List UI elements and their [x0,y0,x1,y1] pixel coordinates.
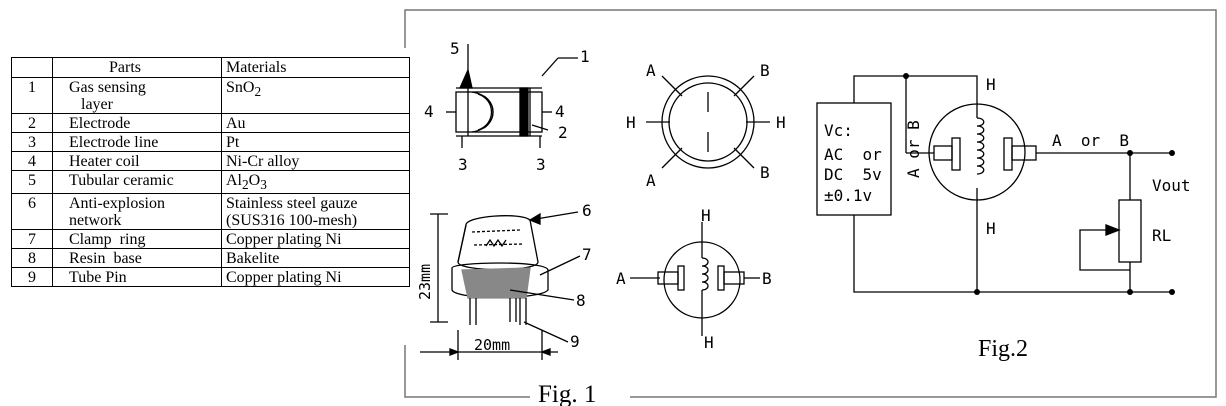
callout-4-left: 4 [424,102,434,121]
fig1-caption: Fig. 1 [538,381,596,406]
pin-label-b-top: B [760,61,770,80]
node-dot [1127,289,1133,295]
pin-label-b-bottom: B [760,163,770,182]
material-line2: (SUS316 100-mesh) [226,212,358,230]
circuit-nodes [903,73,1175,295]
figure-frame [404,9,1217,398]
material-subscript: 2 [242,177,249,193]
test-circuit [816,75,1172,293]
label-vout: Vout [1152,176,1191,195]
callout-6: 6 [582,201,592,220]
terminal-vout-plus [1169,150,1175,156]
terminal-vout-minus [1169,289,1175,295]
symbol-label-h-bottom: H [704,333,714,352]
table-header-row: Parts Materials [11,57,410,78]
material-text: Al [226,172,242,189]
callout-5: 5 [450,39,460,58]
label-rl: RL [1152,226,1171,245]
row-part: Resin base [52,248,222,269]
sensor-body [420,211,581,360]
table-row: 3 Electrode line Pt [11,132,410,152]
row-material: Ni-Cr alloy [221,151,410,171]
callout-3-right: 3 [536,155,546,174]
sensor-body-callouts: 6 7 8 9 20mm 23mm [416,201,592,354]
label-a-or-b-left: A or B [904,120,923,178]
table-row: 7 Clamp ring Copper plating Ni [11,229,410,250]
table-row: 5 Tubular ceramic Al2O3 [11,169,410,195]
node-dot [1127,150,1133,156]
row-number: 9 [11,267,53,288]
table-row: 2 Electrode Au [11,113,410,133]
row-material: Copper plating Ni [221,267,410,288]
material-subscript-2: 3 [260,177,267,193]
row-part: Tubular ceramic [52,169,222,195]
label-h-top: H [986,75,996,94]
pin-layout-top-labels: A B H H A B [626,61,786,190]
part-line2: layer [81,96,113,113]
callout-8: 8 [576,291,586,310]
pin-label-a-top: A [646,61,656,80]
row-part: Tube Pin [52,267,222,288]
row-material: SnO2 [221,77,410,114]
supply-line-1: Vc: [824,121,853,140]
material-subscript: 2 [254,84,262,100]
callout-7: 7 [582,245,592,264]
dimension-height: 23mm [416,264,434,300]
part-line2: network [69,212,122,230]
fig2-caption: Fig.2 [978,336,1028,362]
supply-line-3: DC 5v [824,165,882,184]
node-dot [974,289,980,295]
row-part: Electrode [52,113,222,133]
label-a-or-b-right: A or B [1052,131,1129,150]
pin-label-a-bottom: A [646,171,656,190]
node-dot [903,73,909,79]
callout-1: 1 [580,47,590,66]
row-material: Stainless steel gauze(SUS316 100-mesh) [221,193,410,231]
table-row: 9 Tube Pin Copper plating Ni [11,267,410,288]
callout-9: 9 [570,332,580,351]
symbol-label-a: A [616,269,626,288]
callout-4-right: 4 [555,102,565,121]
pin-layout-top [646,75,770,169]
pin-label-h-left: H [626,113,636,132]
label-h-bottom: H [986,219,996,238]
sensor-cross-section [446,44,578,148]
dimension-width: 20mm [474,336,510,354]
callout-3-left: 3 [458,155,468,174]
supply-line-4: ±0.1v [824,186,872,205]
circuit-labels: Vc: AC or DC 5v ±0.1v H H A or B A or B … [824,75,1191,245]
cross-section-callouts: 5 1 4 4 2 3 3 [424,39,590,174]
symbol-label-h-top: H [701,206,711,225]
row-number: 5 [11,169,53,195]
material-tail: O [248,172,261,189]
row-material: Al2O3 [221,169,410,195]
symbol-label-b: B [762,269,772,288]
sensor-symbol-labels: H H A B [616,206,772,352]
part-line1: Gas sensing [69,79,146,96]
material-text: SnO [226,79,255,96]
callout-2: 2 [558,123,568,142]
sensor-symbol [630,222,760,336]
pin-label-h-right: H [776,113,786,132]
material-line1: Stainless steel gauze [226,195,358,213]
part-line1: Anti-explosion [69,195,165,213]
supply-line-2: AC or [824,145,882,164]
